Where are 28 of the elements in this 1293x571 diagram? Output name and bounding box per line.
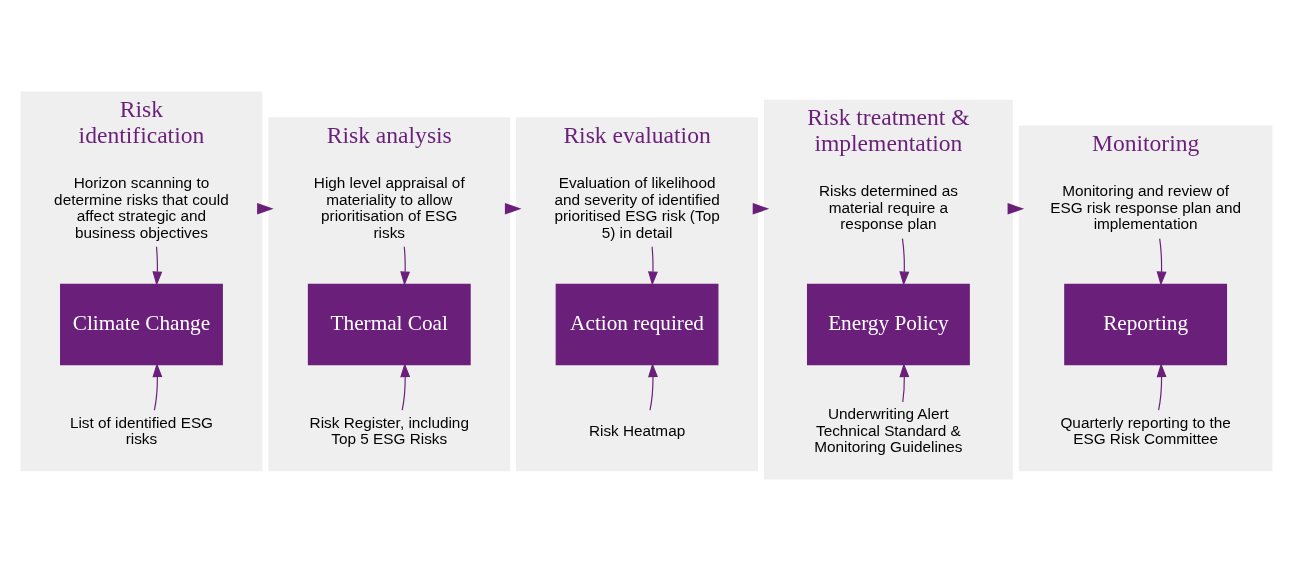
arrow: [648, 362, 658, 411]
node-text: Risk Heatmap: [588, 421, 686, 439]
node-box: Thermal Coal: [307, 283, 471, 366]
arrow: [152, 362, 163, 411]
arrow: [1156, 237, 1167, 286]
node-text: High level appraisal of materiality to allow prioritisation of ESG risks: [313, 174, 465, 241]
node-text: Risk Register, including Top 5 ESG Risks: [309, 413, 469, 448]
arrow: [400, 362, 411, 411]
arrow: [504, 203, 522, 215]
node-text: Monitoring and review of ESG risk response plan and implementation: [1050, 182, 1242, 233]
node-box: Reporting: [1064, 283, 1228, 366]
node-box: Climate Change: [60, 283, 223, 366]
node-text: Horizon scanning to determine risks that could affect strategic and business objectives: [54, 174, 229, 241]
arrow: [1156, 362, 1167, 411]
arrow: [400, 246, 411, 286]
node-text: List of identified ESG risks: [69, 413, 214, 448]
node-text: Risks determined as material require a response plan: [818, 182, 958, 233]
node-box: Energy Policy: [807, 283, 970, 366]
node-text: Evaluation of likelihood and severity of identified prioritised ESG risk (Top 5) in detail: [554, 174, 720, 241]
arrow: [648, 246, 658, 286]
node-text: Quarterly reporting to the ESG Risk Committee: [1060, 413, 1231, 448]
arrow: [1007, 203, 1025, 215]
arrow: [899, 237, 910, 286]
arrow: [752, 203, 770, 215]
node-box: Action required: [555, 283, 719, 366]
arrow: [152, 246, 163, 286]
arrow: [899, 362, 910, 403]
node-text: Underwriting Alert Technical Standard & Monitoring Guidelines: [814, 405, 963, 456]
